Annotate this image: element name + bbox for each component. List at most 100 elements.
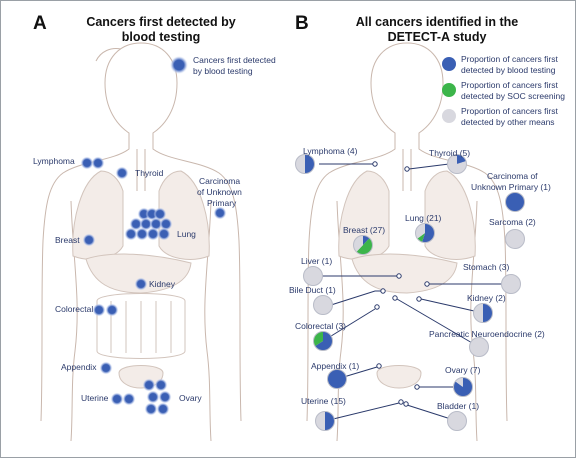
legend-b-other-swatch <box>442 109 456 123</box>
pie-b-bladder-other-slice <box>447 411 467 431</box>
panel-a-labels: Lymphoma Thyroid Carcinoma of Unknown Pr… <box>33 156 242 403</box>
pie-b-thyroid <box>447 154 467 174</box>
organs-b <box>338 170 476 389</box>
legend-b-other-line1: Proportion of cancers first <box>461 106 558 116</box>
legend-a-line2: by blood testing <box>193 66 253 76</box>
pie-b-lymphoma-other-slice <box>295 154 305 174</box>
label-b-bileduct: Bile Duct (1) <box>289 285 336 295</box>
dot-a-ovary-5 <box>144 402 158 416</box>
pie-b-sarcoma <box>505 229 525 249</box>
legend-b-blood-line1: Proportion of cancers first <box>461 54 558 64</box>
panel-b-legend: Proportion of cancers first detected by … <box>442 54 565 127</box>
label-a-cup2: of Unknown <box>197 187 242 197</box>
pie-b-liver-other-slice <box>303 266 323 286</box>
pie-b-appendix-blood-slice <box>327 369 347 389</box>
dot-a-lung-7 <box>159 217 173 231</box>
pie-b-cup-blood-slice <box>505 192 525 212</box>
pie-b-appendix-outline <box>327 369 347 389</box>
dot-a-breast-1 <box>82 233 96 247</box>
label-b-sarcoma: Sarcoma (2) <box>489 217 536 227</box>
pie-b-bileduct <box>313 295 333 315</box>
label-b-colorectal: Colorectal (3) <box>295 321 346 331</box>
panel-b-title-line1: All cancers identified in the <box>355 15 519 29</box>
pie-b-bileduct-other-slice <box>313 295 333 315</box>
legend-a-line1: Cancers first detected <box>193 55 276 65</box>
pie-b-kidney-other-slice <box>473 303 483 323</box>
pie-b-kidney-blood-slice <box>483 303 493 323</box>
pie-b-breast <box>353 235 373 255</box>
dot-a-uterine-2 <box>122 392 136 406</box>
panel-a-title-line1: Cancers first detected by <box>86 15 236 29</box>
legend-b-other-line2: detected by other means <box>461 117 555 127</box>
dot-a-ovary-4 <box>158 390 172 404</box>
label-a-appendix: Appendix <box>61 362 97 372</box>
pie-b-breast-outline <box>353 235 373 255</box>
dot-a-colorectal-2 <box>105 303 119 317</box>
label-b-cup2: Unknown Primary (1) <box>471 182 551 192</box>
panel-a-title-line2: blood testing <box>121 30 201 44</box>
dot-a-lung-6 <box>149 217 163 231</box>
dot-a-lung-10 <box>146 227 160 241</box>
pie-b-cup <box>505 192 525 212</box>
pie-b-sarcoma-other-slice <box>505 229 525 249</box>
pie-b-liver-outline <box>303 266 323 286</box>
pie-b-pancreatic <box>469 337 489 357</box>
label-b-ovary: Ovary (7) <box>445 365 481 375</box>
label-a-lymphoma: Lymphoma <box>33 156 75 166</box>
pie-b-lung-outline <box>415 223 435 243</box>
pie-b-uterine <box>315 411 335 431</box>
label-b-breast: Breast (27) <box>343 225 385 235</box>
dot-a-ovary-3 <box>146 390 160 404</box>
label-a-breast: Breast <box>55 235 80 245</box>
dot-a-lung-8 <box>124 227 138 241</box>
panel-a-title: Cancers first detected by blood testing <box>61 15 261 45</box>
panel-b-letter: B <box>295 13 309 34</box>
label-b-stomach: Stomach (3) <box>463 262 509 272</box>
dot-a-thyroid-1 <box>115 166 129 180</box>
label-b-cup1: Carcinoma of <box>487 171 538 181</box>
pie-b-appendix <box>327 369 347 389</box>
label-b-thyroid: Thyroid (5) <box>429 148 470 158</box>
pie-b-kidney-outline <box>473 303 493 323</box>
dot-a-lung-9 <box>135 227 149 241</box>
dot-a-lymphoma-2 <box>91 156 105 170</box>
dot-a-lymphoma-1 <box>80 156 94 170</box>
pie-b-breast-blood-slice <box>363 235 370 245</box>
pie-b-lymphoma-blood-slice <box>305 154 315 174</box>
pie-b-lymphoma-outline <box>295 154 315 174</box>
pie-b-lung <box>415 223 435 243</box>
label-b-lymphoma: Lymphoma (4) <box>303 146 358 156</box>
label-a-ovary: Ovary <box>179 393 202 403</box>
label-b-pancreatic: Pancreatic Neuroendocrine (2) <box>429 329 545 339</box>
panel-b-title-line2: DETECT-A study <box>387 30 487 44</box>
label-b-uterine: Uterine (15) <box>301 396 346 406</box>
dot-a-cup-1 <box>213 206 227 220</box>
pie-b-ovary-blood-slice <box>453 377 473 397</box>
pie-b-uterine-blood-slice <box>325 411 335 431</box>
label-a-colorectal: Colorectal <box>55 304 93 314</box>
legend-b-blood-swatch <box>442 57 456 71</box>
dot-a-uterine-1 <box>110 392 124 406</box>
pie-b-colorectal-blood-slice <box>314 331 333 351</box>
pie-b-stomach-outline <box>501 274 521 294</box>
pie-b-thyroid-blood-slice <box>457 154 467 164</box>
pie-b-breast-other-slice <box>353 235 363 252</box>
pie-b-lung-blood-slice <box>422 223 435 243</box>
pie-b-bladder <box>447 411 467 431</box>
pie-b-stomach-other-slice <box>501 274 521 294</box>
dot-a-lung-5 <box>139 217 153 231</box>
dot-a-lung-3 <box>153 207 167 221</box>
dot-a-lung-11 <box>157 227 171 241</box>
pie-b-lung-soc-slice <box>417 233 425 243</box>
panel-b-title: All cancers identified in the DETECT-A s… <box>327 15 547 45</box>
dot-a-lung-4 <box>129 217 143 231</box>
label-a-thyroid: Thyroid <box>135 168 164 178</box>
label-b-lung: Lung (21) <box>405 213 442 223</box>
legend-b-soc-swatch <box>442 83 456 97</box>
pie-b-colorectal-outline <box>313 331 333 351</box>
label-b-liver: Liver (1) <box>301 256 332 266</box>
pie-b-cup-outline <box>505 192 525 212</box>
dot-a-ovary-2 <box>154 378 168 392</box>
pie-b-breast-soc-slice <box>356 238 373 255</box>
